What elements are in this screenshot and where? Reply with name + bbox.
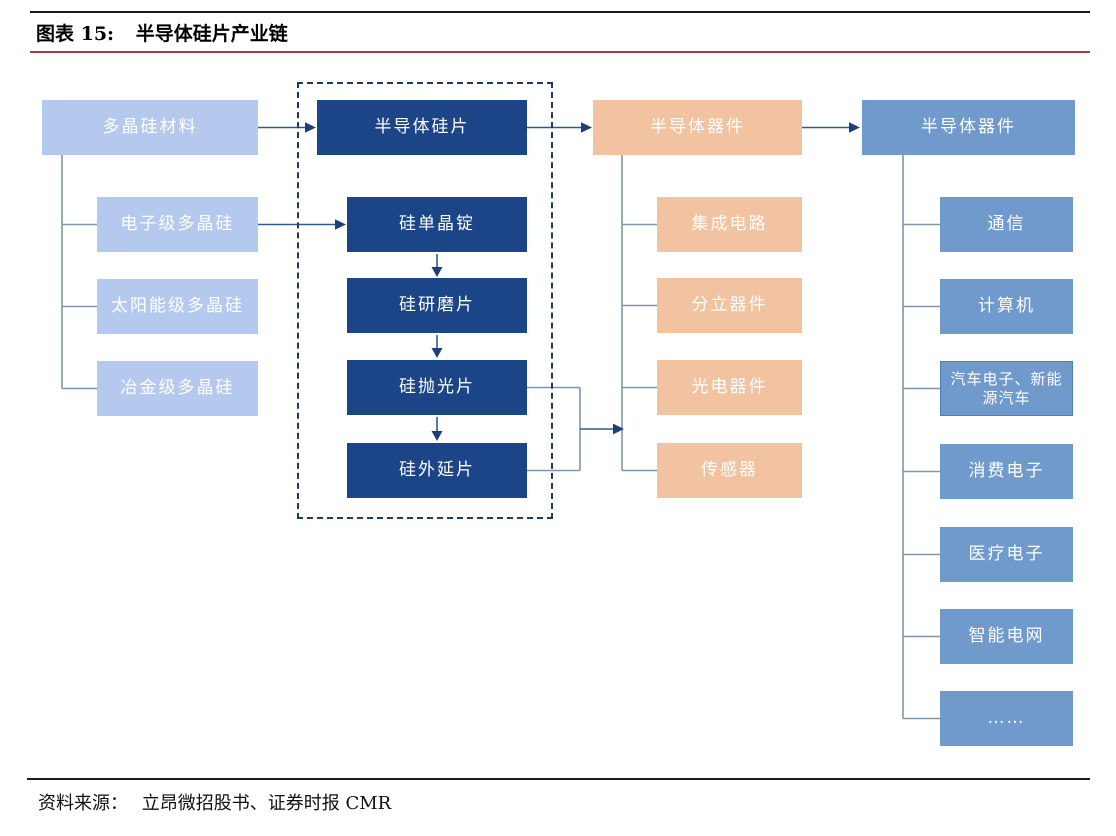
box-electronic-grade-polysilicon: 电子级多晶硅 [97, 197, 258, 252]
applications-tree-lines [902, 155, 940, 720]
box-applications-header: 半导体器件 [862, 100, 1075, 155]
figure-label: 图表 15: [36, 23, 115, 45]
box-sensors: 传感器 [657, 443, 802, 498]
box-metallurgical-grade-polysilicon: 冶金级多晶硅 [97, 361, 258, 416]
wafer-chain-dashed-frame [297, 82, 553, 519]
box-discrete-devices: 分立器件 [657, 278, 802, 333]
box-solar-grade-polysilicon: 太阳能级多晶硅 [97, 279, 258, 334]
box-integrated-circuits: 集成电路 [657, 197, 802, 252]
wafer-to-devices-arrow [580, 423, 624, 435]
box-ellipsis-more: …… [940, 691, 1073, 746]
box-silicon-lapped-wafer: 硅研磨片 [347, 278, 527, 333]
box-silicon-monocrystal-ingot: 硅单晶锭 [347, 197, 527, 252]
figure-title-row: 图表 15: 半导体硅片产业链 [36, 19, 288, 46]
box-consumer-electronics: 消费电子 [940, 444, 1073, 499]
devices-to-applications-arrow [802, 122, 860, 133]
box-polysilicon-materials: 多晶硅材料 [42, 100, 258, 155]
title-red-rule [30, 51, 1090, 53]
box-semiconductor-wafer: 半导体硅片 [317, 100, 527, 155]
box-automotive-electronics-nev: 汽车电子、新能源汽车 [940, 361, 1073, 416]
devices-tree-lines [621, 155, 657, 472]
box-smart-grid: 智能电网 [940, 609, 1073, 664]
box-semiconductor-devices: 半导体器件 [593, 100, 802, 155]
source-row: 资料来源： 立昂微招股书、证券时报 CMR [38, 789, 391, 815]
materials-tree-lines [61, 155, 97, 390]
box-optoelectronic-devices: 光电器件 [657, 360, 802, 415]
box-medical-electronics: 医疗电子 [940, 527, 1073, 582]
source-label: 资料来源： [38, 793, 128, 814]
box-computers: 计算机 [940, 279, 1073, 334]
footer-rule [27, 778, 1090, 780]
box-silicon-epitaxial-wafer: 硅外延片 [347, 443, 527, 498]
figure-title: 半导体硅片产业链 [135, 23, 288, 45]
box-communications: 通信 [940, 197, 1073, 252]
box-silicon-polished-wafer: 硅抛光片 [347, 360, 527, 415]
top-rule [30, 11, 1090, 13]
source-text: 立昂微招股书、证券时报 CMR [141, 793, 392, 814]
